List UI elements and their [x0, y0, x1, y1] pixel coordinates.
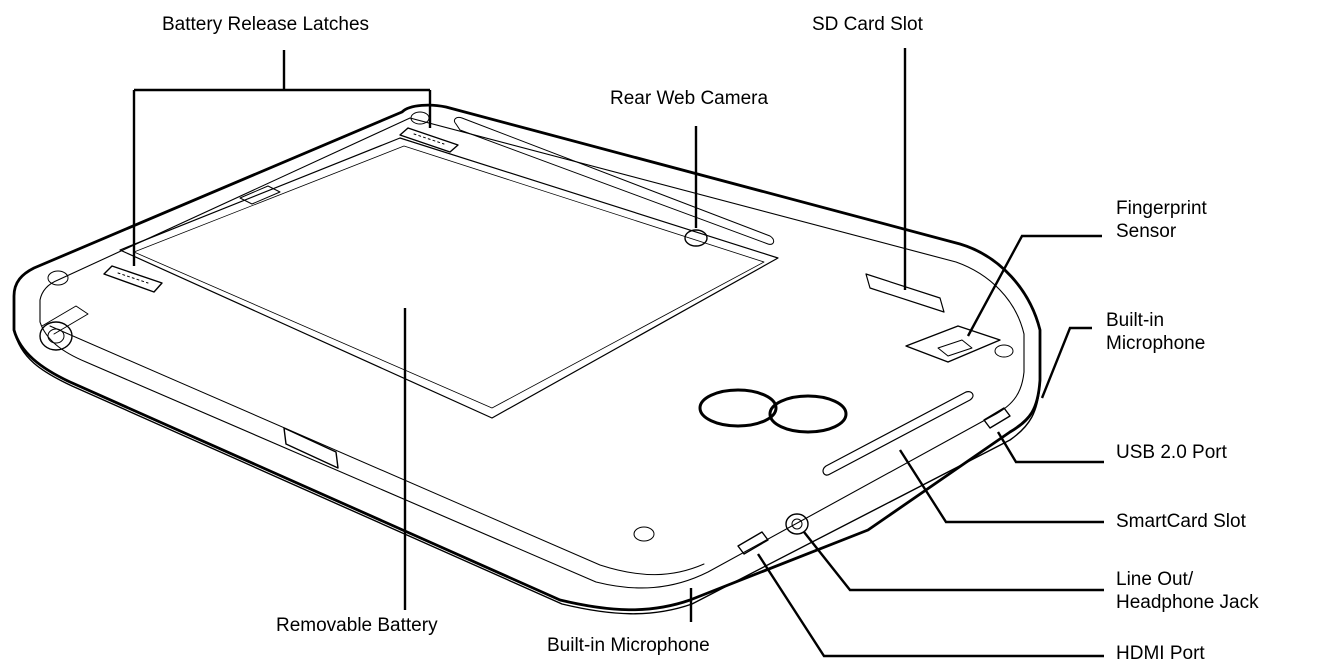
- label-sd-card-slot: SD Card Slot: [812, 13, 923, 36]
- tablet-body: [12, 103, 1042, 612]
- top-rail: [453, 117, 775, 245]
- label-battery-release-latches: Battery Release Latches: [162, 13, 369, 36]
- fingerprint-module: [905, 325, 1001, 363]
- label-hdmi-port: HDMI Port: [1116, 642, 1205, 665]
- label-builtin-microphone-right: Built-in Microphone: [1106, 309, 1205, 355]
- label-line: Battery Release Latches: [162, 14, 370, 35]
- tablet-bottom-edge: [13, 329, 1041, 615]
- label-smartcard-slot: SmartCard Slot: [1116, 510, 1246, 533]
- label-line: Line Out/: [1116, 569, 1194, 590]
- screw-hole: [47, 270, 69, 286]
- headphone-jack: [785, 513, 809, 535]
- label-line: Rear Web Camera: [610, 88, 769, 109]
- label-line: SmartCard Slot: [1116, 511, 1246, 532]
- screw-hole: [633, 526, 655, 542]
- latch-left: [103, 265, 163, 293]
- label-fingerprint-sensor: Fingerprint Sensor: [1116, 197, 1207, 243]
- brand-logo: [698, 388, 848, 434]
- label-line: Headphone Jack: [1116, 592, 1259, 613]
- leader-line-out: [803, 531, 1104, 592]
- label-line: Microphone: [1106, 333, 1206, 354]
- label-line-out-jack: Line Out/ Headphone Jack: [1116, 568, 1259, 614]
- sd-slot-bump: [865, 273, 945, 313]
- leader-smartcard: [898, 449, 1104, 524]
- battery-tab: [239, 185, 281, 205]
- security-lock: [39, 305, 89, 351]
- label-rear-web-camera: Rear Web Camera: [610, 87, 768, 110]
- label-line: Fingerprint: [1116, 198, 1207, 219]
- bottom-slot: [283, 427, 339, 469]
- label-usb-port: USB 2.0 Port: [1116, 441, 1227, 464]
- label-builtin-microphone-bottom: Built-in Microphone: [547, 634, 710, 657]
- label-line: Sensor: [1116, 221, 1177, 242]
- label-line: Removable Battery: [276, 615, 438, 636]
- label-line: HDMI Port: [1116, 643, 1205, 664]
- label-line: Built-in Microphone: [547, 635, 710, 656]
- screw-hole: [994, 344, 1014, 358]
- label-line: SD Card Slot: [812, 14, 923, 35]
- leader-usb: [996, 431, 1104, 464]
- smartcard-slot-recess: [822, 391, 974, 476]
- leader-fingerprint: [966, 234, 1102, 337]
- screw-hole: [410, 111, 430, 125]
- label-line: USB 2.0 Port: [1116, 442, 1227, 463]
- leader-mic-right: [1040, 326, 1092, 399]
- tablet-inner-bevel: [39, 117, 1025, 589]
- battery-compartment: [119, 137, 779, 419]
- tablet-side-strip: [49, 325, 705, 576]
- label-removable-battery: Removable Battery: [276, 614, 438, 637]
- battery-inner-edge: [133, 145, 765, 409]
- leader-battery-latches: [132, 50, 432, 266]
- latch-top: [399, 127, 459, 153]
- hdmi-port-shape: [737, 531, 769, 555]
- usb-port-shape: [983, 407, 1011, 429]
- leader-hdmi: [756, 553, 1104, 658]
- label-line: Built-in: [1106, 310, 1165, 331]
- rear-camera: [684, 229, 708, 247]
